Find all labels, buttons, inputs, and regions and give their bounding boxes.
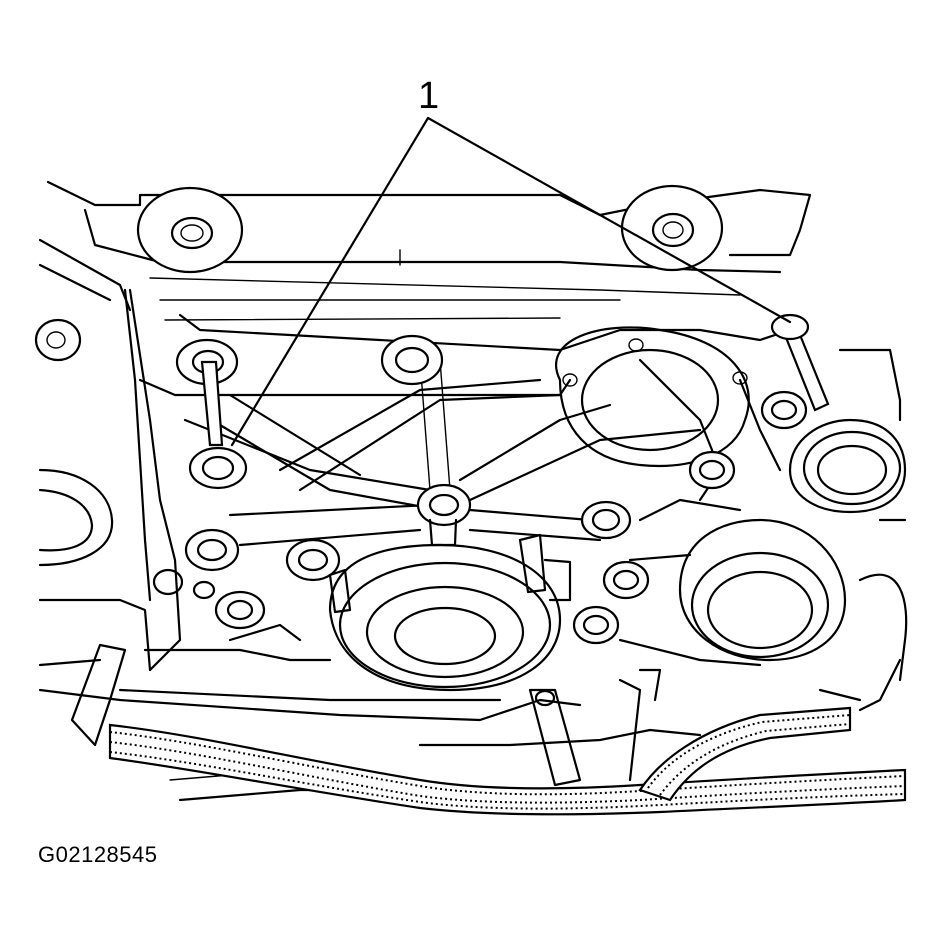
bracket-body xyxy=(123,288,792,672)
bolt-lower-center xyxy=(580,500,632,540)
bolt-center-upper xyxy=(380,334,444,386)
callout-leader-lines xyxy=(230,116,792,447)
bolt-lower-right xyxy=(572,560,650,645)
figure-id-label: G02128545 xyxy=(38,842,158,867)
wiring-harness-conduit xyxy=(108,706,907,816)
left-small-boss xyxy=(34,318,82,362)
right-upper-pulley xyxy=(788,418,907,514)
lower-rails xyxy=(38,668,702,802)
water-outlet-flange xyxy=(555,326,750,467)
upper-right-idler-pulley xyxy=(620,184,724,272)
bolt-left xyxy=(175,338,248,490)
bolt-mid-right xyxy=(688,450,736,490)
left-lower-housing xyxy=(38,468,332,747)
right-edge-housing xyxy=(818,348,908,712)
right-lower-pulley xyxy=(618,498,847,667)
bolt-right xyxy=(760,313,830,430)
bolt-lower-left xyxy=(152,528,341,630)
callout-label-1: 1 xyxy=(418,75,439,117)
crankshaft-pulley xyxy=(328,533,572,692)
upper-left-idler-pulley xyxy=(136,186,244,274)
bolt-center xyxy=(416,483,472,547)
